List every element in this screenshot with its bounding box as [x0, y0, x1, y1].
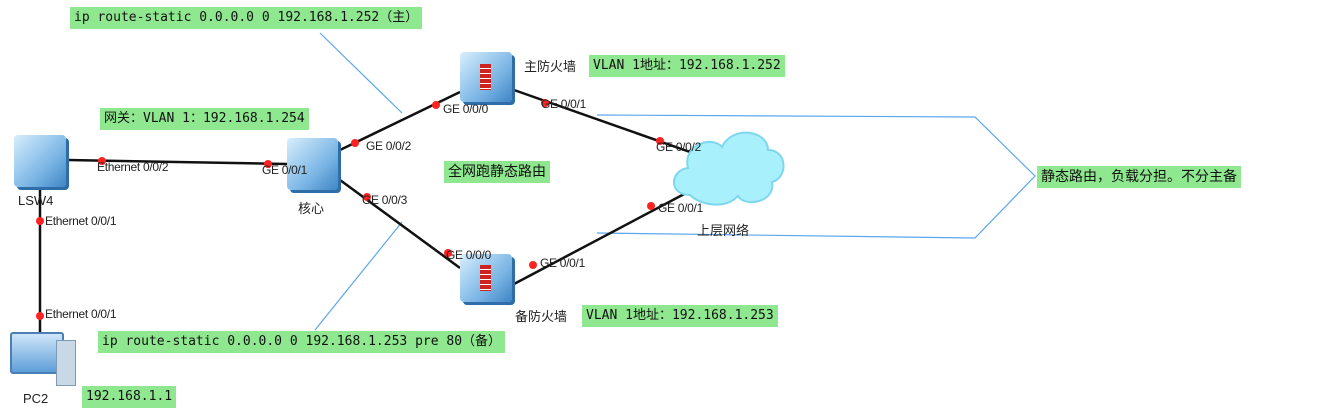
port-dots	[36, 99, 664, 320]
port-label: GE 0/0/3	[362, 193, 407, 207]
note-backup-fw-vlan: VLAN 1地址：192.168.1.253	[582, 305, 778, 327]
port-label: Ethernet 0/0/1	[45, 214, 117, 228]
note-primary-fw-vlan: VLAN 1地址：192.168.1.252	[589, 55, 785, 77]
device-label-backup-fw: 备防火墙	[515, 309, 568, 324]
port-label: Ethernet 0/0/2	[97, 160, 169, 174]
port-label: GE 0/0/2	[656, 140, 701, 154]
note-gateway: 网关：VLAN 1：192.168.1.254	[100, 108, 309, 130]
core-switch-icon[interactable]	[287, 138, 338, 190]
port-label: GE 0/0/1	[540, 256, 585, 270]
switch-icon[interactable]	[14, 135, 66, 187]
port-label: GE 0/0/2	[366, 139, 411, 153]
note-load-share: 静态路由，负载分担。不分主备	[1037, 166, 1241, 188]
note-pc-ip: 192.168.1.1	[82, 386, 177, 408]
note-static-all: 全网跑静态路由	[444, 161, 550, 183]
pc-tower-icon	[56, 340, 76, 386]
note-primary-route: ip route-static 0.0.0.0 0 192.168.1.252（…	[70, 7, 423, 29]
port-label: GE 0/0/0	[446, 248, 491, 262]
firewall-icon[interactable]	[460, 254, 512, 302]
firewall-icon[interactable]	[460, 52, 512, 102]
device-label-cloud: 上层网络	[697, 223, 750, 238]
port-label: GE 0/0/1	[541, 97, 586, 111]
port-label: Ethernet 0/0/1	[45, 307, 117, 321]
port-label: GE 0/0/1	[262, 163, 307, 177]
port-label: GE 0/0/0	[443, 102, 488, 116]
cloud-icon	[673, 131, 785, 206]
pc-icon[interactable]	[10, 332, 64, 374]
device-label-primary-fw: 主防火墙	[524, 59, 577, 74]
port-label: GE 0/0/1	[658, 201, 703, 215]
annotation-lines	[314, 32, 1036, 331]
device-label-core: 核心	[298, 201, 325, 216]
device-label-pc: PC2	[23, 391, 49, 406]
device-label-lsw4: LSW4	[18, 193, 54, 208]
note-backup-route: ip route-static 0.0.0.0 0 192.168.1.253 …	[98, 331, 506, 353]
